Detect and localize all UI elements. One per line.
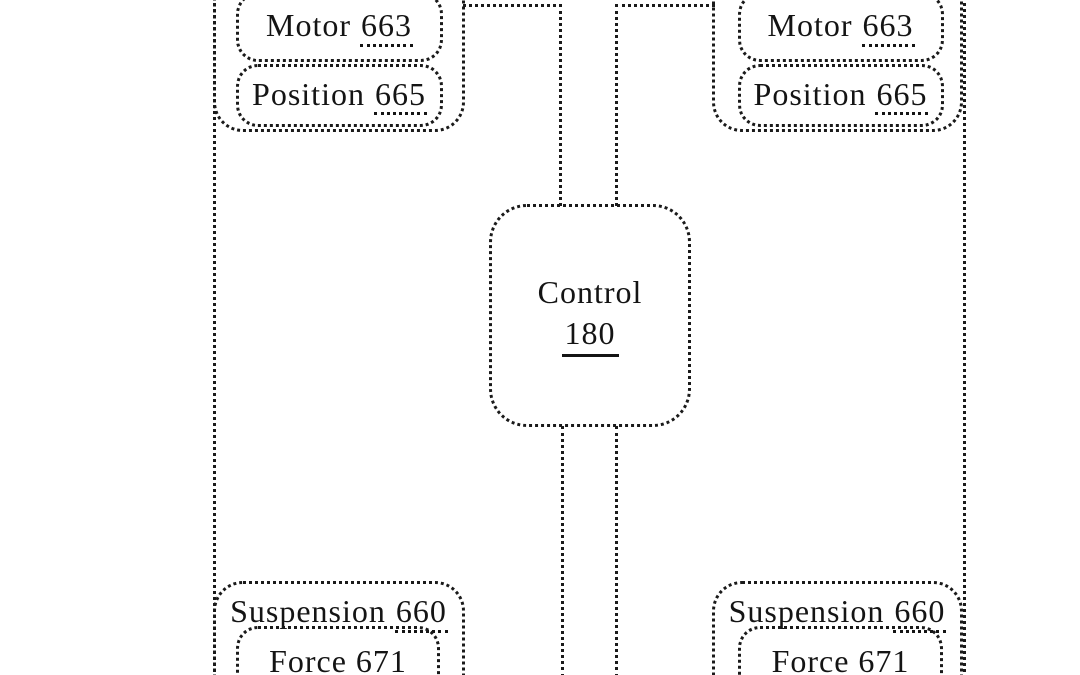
motor-right-refnum: 663 [861,9,915,47]
assembly-container-top-left [213,0,465,132]
suspension-left-label: Suspension 660 [230,593,448,633]
position-left-label: Position 665 [252,76,427,116]
force-left-refnum: 671 [355,643,407,675]
position-right-refnum: 665 [875,77,929,116]
suspension-right-refnum: 660 [893,594,947,633]
connector-top-right-horizontal [615,4,715,7]
control-refnum: 180 [561,316,619,357]
force-right-refnum: 671 [858,643,910,675]
suspension-container-left: Suspension 660 [213,581,465,675]
connector-top-left-vertical [559,4,562,206]
connector-top-left-horizontal [463,4,562,7]
position-box-right: Position 665 [738,64,944,127]
position-right-label: Position 665 [754,76,929,116]
suspension-container-right: Suspension 660 [712,581,963,675]
connector-bottom-left-vertical [561,426,564,675]
force-left-label: Force 671 [269,643,407,675]
connector-top-right-vertical [615,4,618,206]
motor-box-left: Motor 663 [236,0,443,62]
position-box-left: Position 665 [236,64,443,127]
motor-right-label: Motor 663 [768,7,915,47]
outer-enclosure-left-edge [213,0,216,675]
connector-bottom-right-vertical [615,426,618,675]
assembly-container-top-right [712,0,963,132]
force-box-right: Force 671 [738,626,943,675]
force-box-left: Force 671 [236,626,440,675]
force-right-label: Force 671 [772,643,910,675]
outer-enclosure-right-edge [963,0,966,675]
suspension-right-label: Suspension 660 [729,593,947,633]
motor-box-right: Motor 663 [738,0,944,62]
control-box: Control 180 [489,204,691,427]
motor-left-label: Motor 663 [266,7,413,47]
position-left-refnum: 665 [373,77,427,116]
control-label: Control [537,274,643,311]
motor-left-refnum: 663 [360,9,413,47]
